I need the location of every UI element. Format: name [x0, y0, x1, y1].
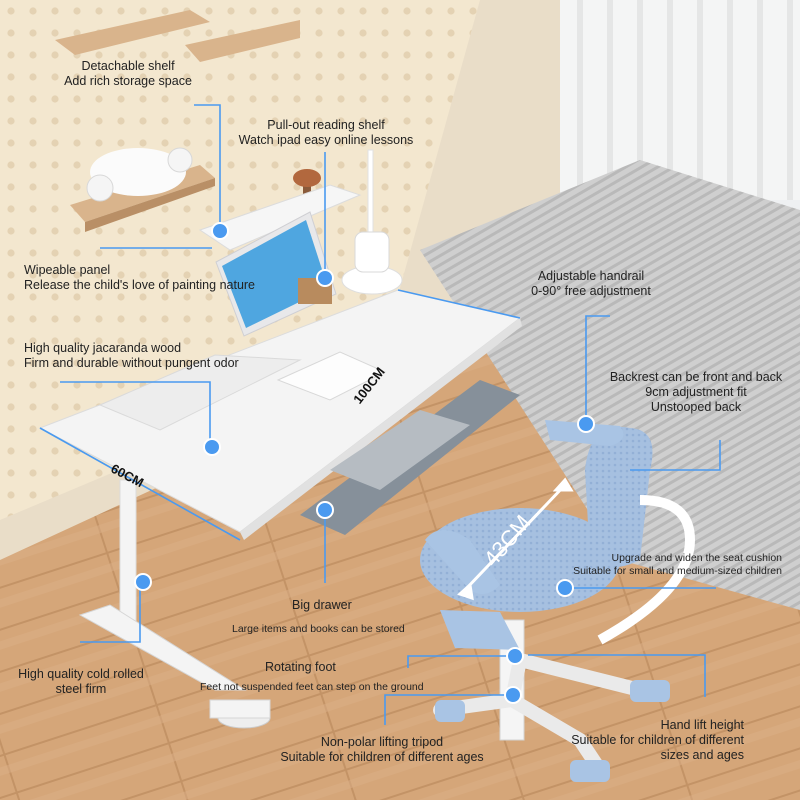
- desk: [38, 289, 522, 729]
- jacaranda-wood-label: High quality jacaranda wood Firm and dur…: [24, 341, 239, 370]
- dot-lift: [504, 686, 522, 704]
- callout-lines: [39, 104, 721, 725]
- dot-reading: [316, 269, 334, 287]
- hand-lift-label: Hand lift height Suitable for children o…: [571, 718, 744, 762]
- big-drawer-desc: Large items and books can be stored: [232, 623, 405, 635]
- wipeable-panel-label: Wipeable panel Release the child's love …: [24, 263, 256, 292]
- rug: [420, 160, 800, 610]
- steel-frame-label: High quality cold rolled steel firm: [18, 667, 144, 696]
- detachable-shelf-label: Detachable shelf Add rich storage space: [64, 59, 192, 88]
- dot-drawer: [316, 501, 334, 519]
- rotating-foot-desc: Feet not suspended feet can step on the …: [200, 681, 424, 693]
- toy-car: [86, 147, 193, 202]
- tripod-label: Non-polar lifting tripod Suitable for ch…: [280, 735, 484, 764]
- dot-shelf: [211, 222, 229, 240]
- big-drawer-title: Big drawer: [292, 598, 352, 612]
- dot-foot: [506, 647, 524, 665]
- seat-dim-arrow: [457, 477, 574, 601]
- desk-lamp: [341, 149, 403, 295]
- reading-shelf: [198, 184, 362, 251]
- tablet: [215, 211, 337, 337]
- curtain: [560, 0, 800, 200]
- mushroom-lamp: [293, 169, 321, 200]
- callout-dots: [134, 222, 595, 704]
- seat-cushion-label: Upgrade and widen the seat cushion Suita…: [573, 552, 782, 577]
- dot-handrail: [577, 415, 595, 433]
- dot-wood: [203, 438, 221, 456]
- rotating-foot-title: Rotating foot: [265, 660, 336, 674]
- dot-seat: [556, 579, 574, 597]
- backrest-label: Backrest can be front and back 9cm adjus…: [609, 370, 783, 414]
- reading-shelf-label: Pull-out reading shelf Watch ipad easy o…: [238, 118, 414, 147]
- dot-steel: [134, 573, 152, 591]
- handrail-label: Adjustable handrail 0-90° free adjustmen…: [531, 269, 651, 298]
